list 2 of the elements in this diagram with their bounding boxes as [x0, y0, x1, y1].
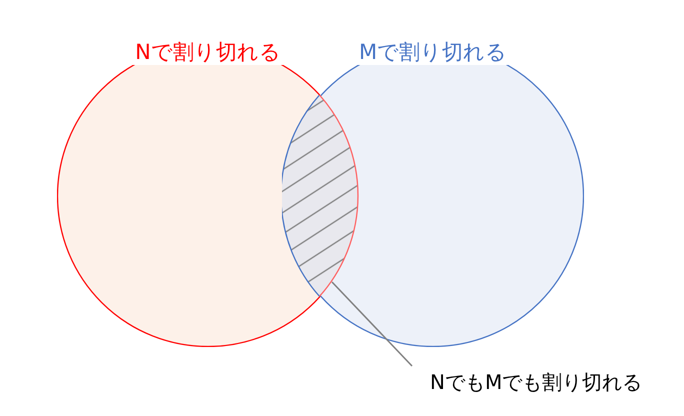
leader-line: [331, 281, 413, 367]
overlap-label: NでもMでも割り切れる: [430, 370, 642, 394]
